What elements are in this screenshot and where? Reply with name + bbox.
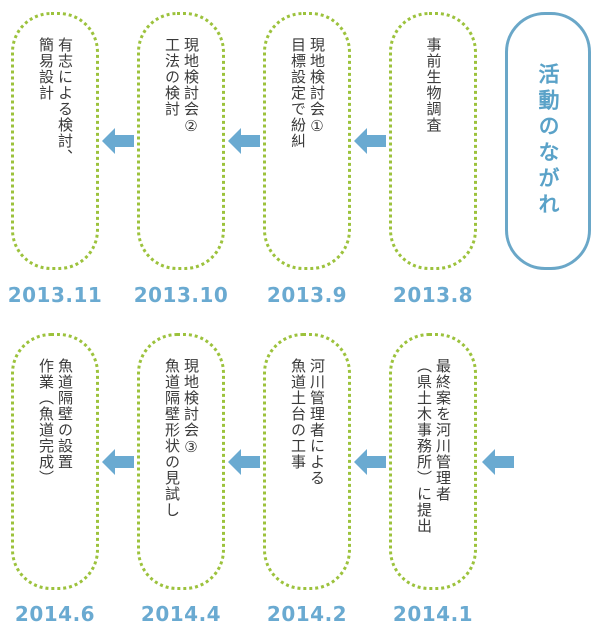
step-date-2: 2013.9 bbox=[266, 283, 348, 307]
step-date-3: 2013.10 bbox=[133, 283, 229, 307]
left-arrow-icon bbox=[354, 128, 386, 154]
step-label-8: 魚道隔壁の設置作業（魚道完成） bbox=[37, 358, 74, 486]
step-box-1: 事前生物調査 bbox=[389, 12, 477, 270]
step-label-5: 最終案を河川管理者（県土木事務所）に提出 bbox=[415, 358, 452, 534]
left-arrow-icon bbox=[228, 128, 260, 154]
left-arrow-icon bbox=[102, 449, 134, 475]
step-box-8: 魚道隔壁の設置作業（魚道完成） bbox=[11, 333, 99, 590]
step-box-4: 有志による検討、簡易設計 bbox=[11, 12, 99, 270]
step-date-6: 2014.2 bbox=[266, 602, 348, 626]
left-arrow-icon bbox=[102, 128, 134, 154]
flow-title: 活動のながれ bbox=[536, 63, 560, 219]
step-label-6: 河川管理者による魚道土台の工事 bbox=[289, 358, 326, 486]
flow-title-box: 活動のながれ bbox=[505, 12, 591, 270]
left-arrow-icon bbox=[228, 449, 260, 475]
step-label-4: 有志による検討、簡易設計 bbox=[37, 37, 74, 165]
step-date-7: 2014.4 bbox=[140, 602, 222, 626]
step-box-5: 最終案を河川管理者（県土木事務所）に提出 bbox=[389, 333, 477, 590]
step-date-1: 2013.8 bbox=[392, 283, 474, 307]
step-date-8: 2014.6 bbox=[14, 602, 96, 626]
step-box-6: 河川管理者による魚道土台の工事 bbox=[263, 333, 351, 590]
left-arrow-icon bbox=[354, 449, 386, 475]
step-date-4: 2013.11 bbox=[7, 283, 103, 307]
step-date-5: 2014.1 bbox=[392, 602, 474, 626]
left-arrow-icon bbox=[482, 449, 514, 475]
step-label-1: 事前生物調査 bbox=[424, 37, 443, 133]
